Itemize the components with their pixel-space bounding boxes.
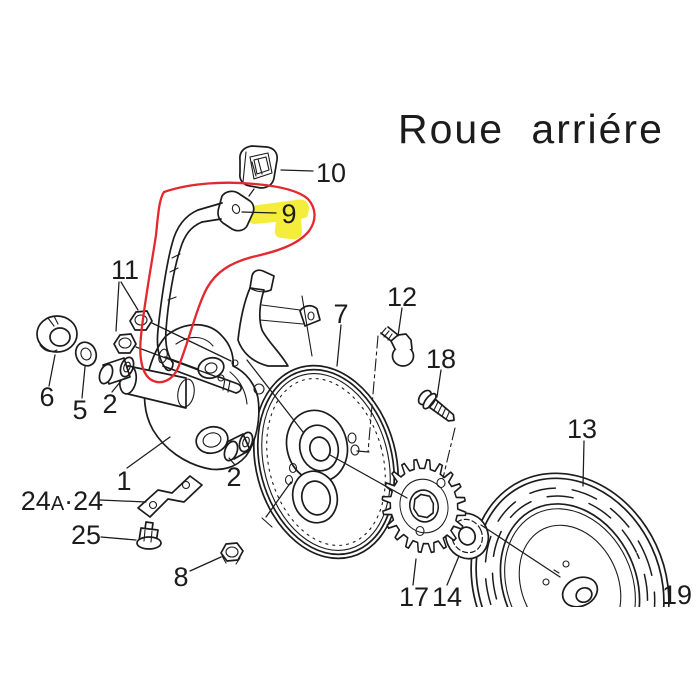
- red-circle-annotation: [139, 181, 316, 384]
- part-label-7: 7: [333, 299, 348, 329]
- part-5-washer-drawing: [74, 341, 98, 367]
- part-label-12: 12: [387, 282, 417, 312]
- plate-bolt-hole: [350, 444, 360, 456]
- yellow-highlight-part-9: [247, 199, 310, 240]
- part-label-2-right: 2: [226, 462, 241, 492]
- part-13-wheel-drawing: [470, 472, 670, 607]
- part-24-bracket-drawing: [137, 475, 203, 518]
- part-label-1: 1: [116, 466, 131, 496]
- part-label-17: 17: [399, 582, 429, 612]
- part-label-11: 11: [111, 255, 139, 285]
- plate-bolt-hole: [347, 432, 357, 444]
- part-6-bushing-drawing: [36, 315, 78, 353]
- part-2-left-spacer-drawing: [98, 356, 135, 385]
- part-label-6: 6: [39, 382, 54, 412]
- part-12-bolt-drawing: [380, 326, 415, 367]
- part-8-nut-drawing: [220, 542, 244, 565]
- part-label-19: 19: [662, 580, 692, 610]
- part-label-24a-24: 24A·24: [21, 486, 103, 516]
- leader-lines: [48, 169, 585, 586]
- part-17-sprocket-drawing: [381, 458, 467, 554]
- part-label-10: 10: [316, 158, 346, 188]
- part-label-14: 14: [432, 582, 462, 612]
- part-25-bolt-drawing: [136, 521, 162, 550]
- sprocket-hole: [415, 525, 425, 537]
- part-label-25: 25: [71, 520, 101, 550]
- brake-torque-rod-drawing: [156, 202, 223, 372]
- sprocket-hole: [436, 477, 446, 489]
- part-18-screw-drawing: [417, 389, 455, 422]
- part-7-backing-plate-drawing: [237, 269, 400, 560]
- part-label-18: 18: [426, 344, 456, 374]
- part-2-right-spacer-drawing: [223, 431, 254, 462]
- stay-ear: [299, 305, 321, 327]
- part-label-9: 9: [281, 199, 296, 229]
- part-label-8: 8: [173, 562, 188, 592]
- part-label-5: 5: [72, 395, 87, 425]
- part-label-13: 13: [567, 414, 597, 444]
- part-label-2-left: 2: [102, 389, 117, 419]
- diagram-title: Roue arriére: [398, 106, 664, 152]
- plate-bolt-hole: [288, 462, 298, 474]
- part-9-stay-bracket-drawing: [217, 190, 255, 232]
- part-11-nuts-drawing: [113, 310, 153, 354]
- part-10-clip-drawing: [239, 145, 278, 189]
